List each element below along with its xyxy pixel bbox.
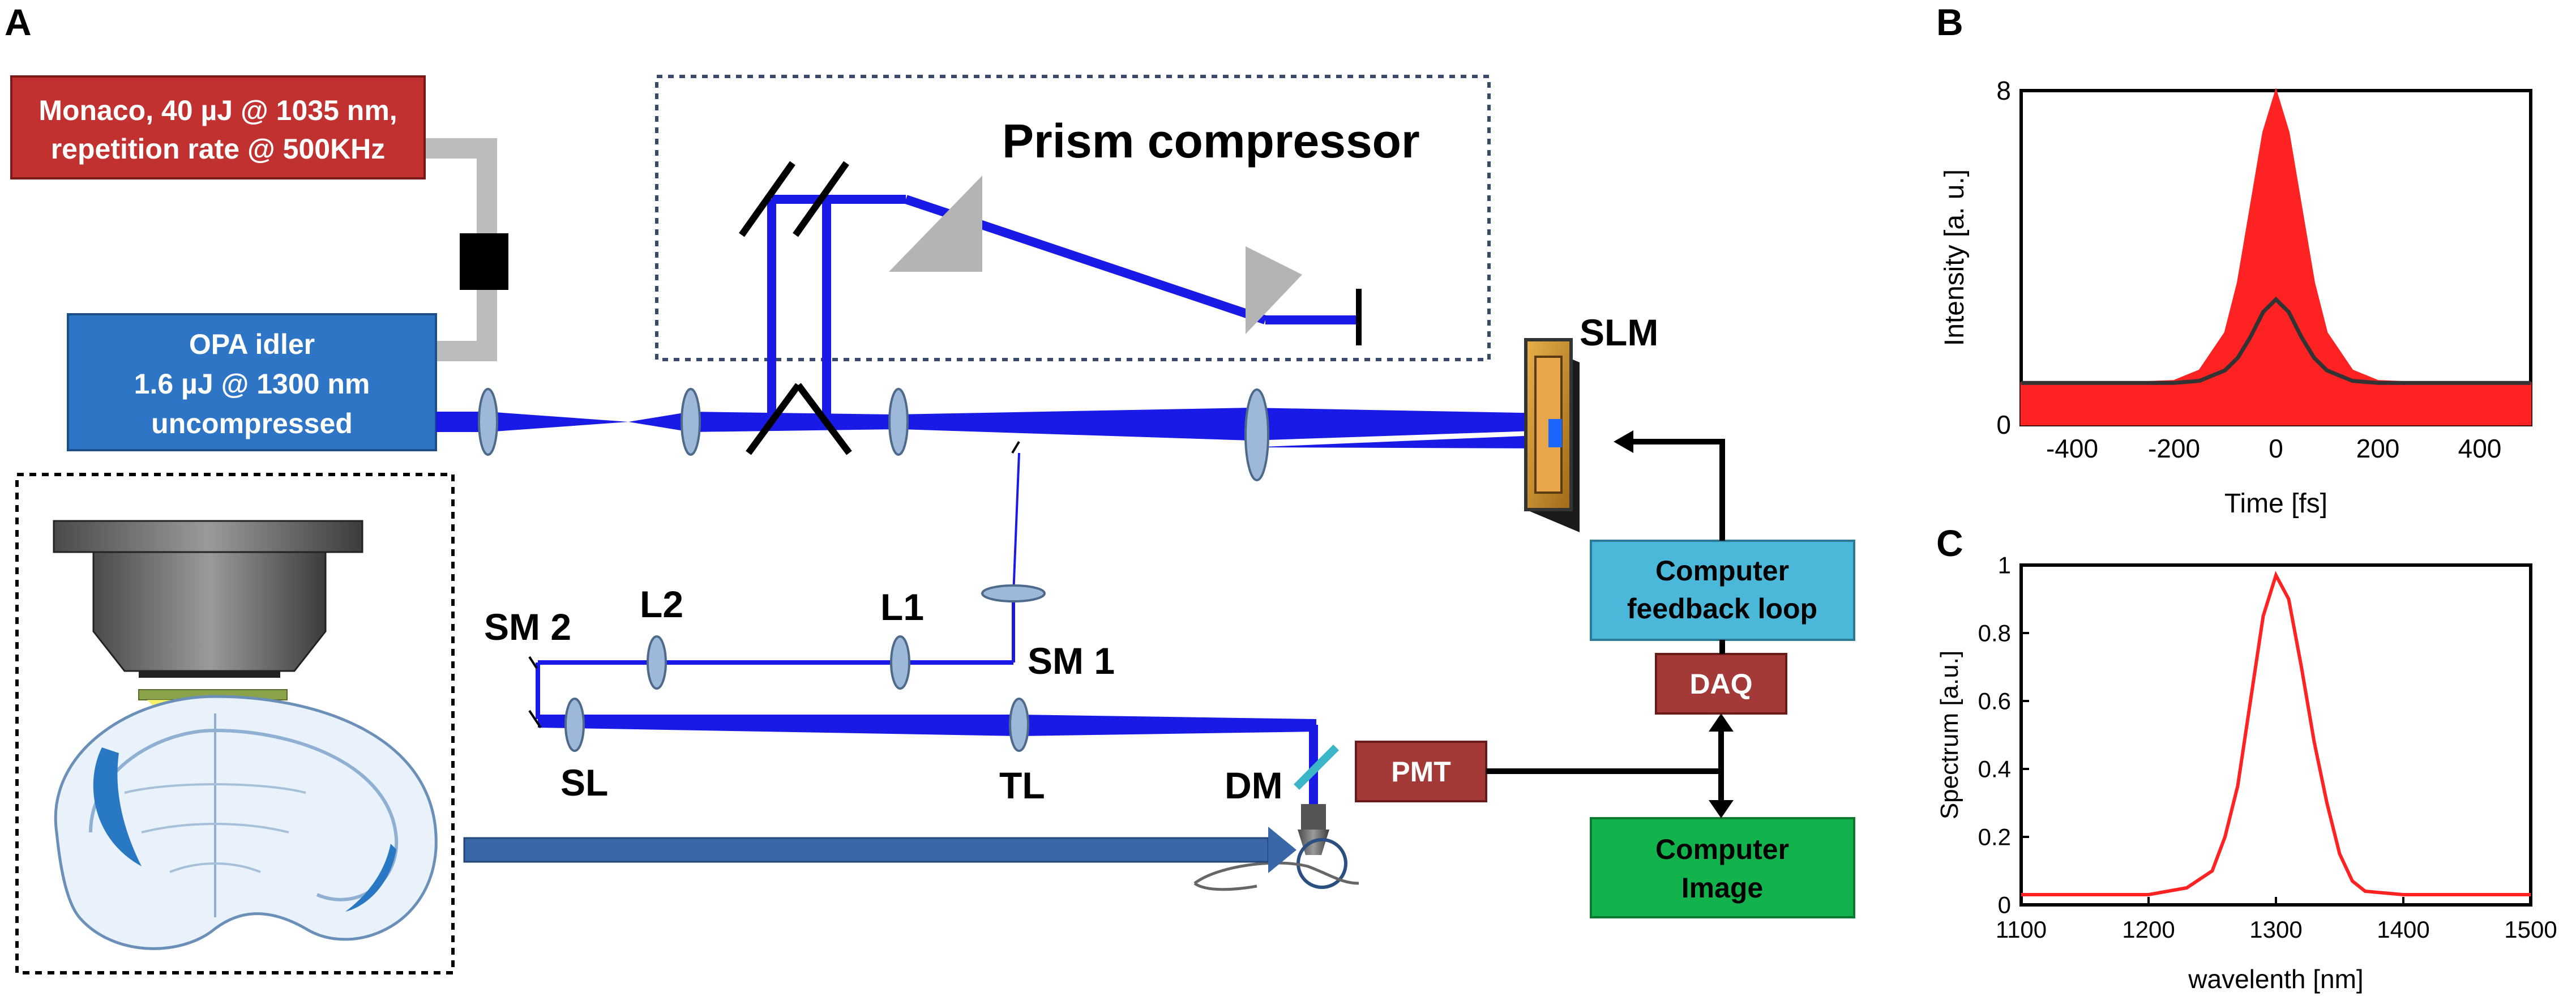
prism-2 (1246, 246, 1302, 334)
y-tick-label: 0 (1998, 892, 2011, 918)
pmt-box: PMT (1355, 741, 1487, 802)
main-lenses (478, 388, 1269, 481)
inset-arrow (463, 827, 1296, 873)
y-tick-label: 0 (1996, 410, 2011, 439)
label-sm1: SM 1 (1028, 640, 1115, 682)
slm-label: SLM (1580, 311, 1658, 353)
opa-label-line3: uncompressed (151, 408, 353, 439)
x-tick-label: 0 (2269, 434, 2283, 463)
panel-label-b: B (1936, 1, 1963, 43)
y-tick-label: 1 (1998, 552, 2011, 579)
chart-b: Intensity [a. u.] Time [fs] -400 -200 0 200… (1940, 76, 2532, 519)
x-tick-label: 1300 (2249, 916, 2302, 943)
hippocampus-right (345, 844, 396, 912)
prism-1 (889, 176, 982, 272)
x-tick-label: -400 (2046, 434, 2098, 463)
prism-compressor-title: Prism compressor (1002, 114, 1420, 168)
chart-b-xlabel: Time [fs] (2224, 489, 2327, 519)
prism-compressor-box: Prism compressor (655, 75, 1491, 361)
y-tick-label: 0.6 (1978, 688, 2011, 715)
chart-c-frame (2019, 563, 2532, 907)
chart-c-xlabel: wavelenth [nm] (2188, 964, 2363, 994)
daq-label: DAQ (1689, 668, 1752, 700)
chart-c-ylabel: Spectrum [a.u.] (1936, 651, 1963, 819)
computer-feedback-line2: feedback loop (1627, 593, 1817, 625)
objective-body (92, 551, 327, 672)
computer-image-box: Computer Image (1590, 817, 1855, 918)
objective-tip (139, 671, 280, 678)
main-beam (436, 408, 1551, 448)
arrowheads (1614, 430, 1734, 818)
lens-sl (564, 698, 585, 752)
laser-label-line2: repetition rate @ 500KHz (51, 133, 386, 165)
panel-label-c: C (1936, 522, 1963, 564)
y-tick-label: 0.4 (1978, 756, 2011, 783)
lens-4 (1244, 388, 1269, 481)
lens-1 (478, 388, 498, 456)
x-tick-label: -200 (2148, 434, 2200, 463)
periscope-mirrors (739, 161, 852, 455)
sm2-mirror (528, 656, 538, 669)
x-tick-label: 1200 (2122, 916, 2175, 943)
computer-image-line1: Computer (1655, 833, 1789, 865)
small-objective (1193, 804, 1359, 891)
panel-label-a: A (5, 1, 32, 43)
label-dm: DM (1225, 764, 1283, 806)
x-tick-label: 1500 (2504, 916, 2557, 943)
lens-2 (681, 388, 701, 456)
brain-inset (15, 473, 455, 974)
computer-feedback-box: Computer feedback loop (1590, 540, 1855, 641)
x-tick-label: 1100 (1996, 916, 2047, 943)
x-tick-label: 200 (2356, 434, 2400, 463)
x-tick-label: 400 (2458, 434, 2502, 463)
periscope-beam (767, 195, 1359, 422)
hippocampus-left (93, 747, 142, 866)
signal-connections (1486, 439, 1725, 804)
scan-lenses (564, 584, 1046, 752)
lens-l1 (890, 635, 910, 690)
label-l2: L2 (640, 583, 683, 625)
series-line (2021, 296, 2531, 385)
isolator-block (460, 233, 508, 290)
pmt-label: PMT (1391, 756, 1451, 788)
mouse-outline (1193, 861, 1359, 891)
lens-tl (1009, 698, 1029, 752)
lens-3 (888, 388, 909, 456)
chart-b-ylabel: Intensity [a. u.] (1940, 169, 1970, 346)
computer-image-line2: Image (1681, 872, 1764, 904)
chart-c: Spectrum [a.u.] wavelenth [nm] 1100 1200 1… (1936, 552, 2557, 994)
sm1-mirror (1011, 441, 1020, 454)
opa-label-line2: 1.6 µJ @ 1300 nm (134, 368, 370, 400)
fiber-path (425, 138, 508, 361)
label-sm2: SM 2 (484, 606, 571, 648)
laser-box: Monaco, 40 µJ @ 1035 nm, repetition rate… (10, 75, 426, 179)
label-tl: TL (999, 764, 1045, 806)
lens-sm1 (981, 584, 1046, 602)
y-tick-label: 8 (1996, 76, 2011, 105)
x-tick-label: 1400 (2377, 916, 2429, 943)
y-tick-label: 0.8 (1978, 620, 2011, 647)
label-sl: SL (560, 762, 608, 803)
lens-l2 (647, 635, 667, 690)
opa-label-line1: OPA idler (189, 328, 315, 360)
sm-mirror-lower (528, 709, 542, 729)
objective-top (53, 520, 363, 553)
computer-feedback-line1: Computer (1655, 555, 1789, 587)
series-line (2021, 571, 2531, 896)
laser-label-line1: Monaco, 40 µJ @ 1035 nm, (38, 95, 397, 126)
y-tick-label: 0.2 (1978, 824, 2011, 850)
dichroic-mirror (1294, 745, 1339, 790)
slm: SLM (1524, 311, 1658, 532)
daq-box: DAQ (1655, 653, 1787, 715)
label-l1: L1 (880, 586, 924, 628)
opa-box: OPA idler 1.6 µJ @ 1300 nm uncompressed (67, 313, 437, 451)
